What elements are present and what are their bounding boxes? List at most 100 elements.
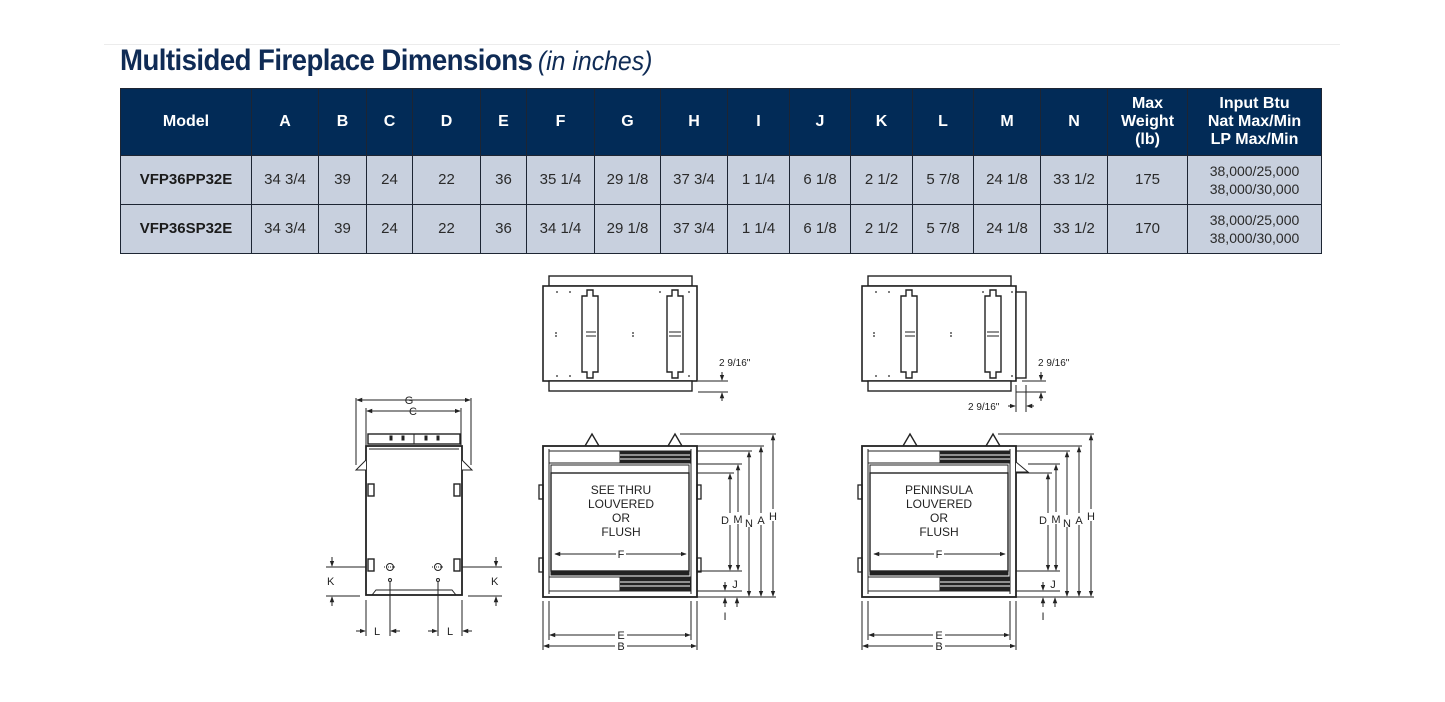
cell-m: 24 1/8: [973, 204, 1041, 254]
side-view-diagram: [326, 397, 502, 636]
top-view-see-thru-dots: [555, 291, 690, 377]
col-header-a: A: [251, 88, 319, 156]
btu-lp: 38,000/30,000: [1209, 230, 1300, 246]
cell-e: 36: [480, 204, 527, 254]
cell-btu: 38,000/25,000 38,000/30,000: [1187, 155, 1322, 205]
top-view-peninsula-diagram: [861, 275, 1046, 412]
top-divider: [104, 44, 1340, 45]
cell-b: 39: [318, 155, 367, 205]
label-l-left: L: [374, 626, 380, 638]
label-m: M: [1051, 514, 1060, 526]
label-offset-peninsula-bottom: 2 9/16": [968, 402, 1000, 413]
btu-header-line: Nat Max/Min: [1207, 113, 1302, 130]
col-header-c: C: [366, 88, 413, 156]
label-i: I: [723, 611, 726, 623]
top-view-peninsula-dots: [873, 291, 1013, 377]
caption-line: OR: [612, 511, 630, 525]
col-header-n: N: [1040, 88, 1108, 156]
weight-header-line: (lb): [1135, 131, 1160, 148]
label-m: M: [733, 514, 742, 526]
side-view-labels: G C K K L L: [327, 395, 499, 638]
label-f: F: [936, 549, 943, 561]
label-n: N: [745, 518, 753, 530]
btu-header-line: Input Btu: [1219, 95, 1290, 112]
col-header-i: I: [727, 88, 790, 156]
cell-h: 37 3/4: [660, 155, 728, 205]
cell-c: 24: [366, 204, 413, 254]
front-peninsula-dim-labels: F D M N A H J I E B: [933, 509, 1097, 653]
col-header-model: Model: [120, 88, 252, 156]
label-f: F: [618, 549, 625, 561]
dimensions-table: Model A B C D E F G H I J K L M N Max We…: [120, 88, 1322, 254]
cell-d: 22: [412, 155, 481, 205]
cell-d: 22: [412, 204, 481, 254]
cell-b: 39: [318, 204, 367, 254]
col-header-k: K: [850, 88, 913, 156]
front-see-thru-dim-labels: F D M N A H J I E B: [615, 509, 779, 653]
label-h: H: [1087, 511, 1095, 523]
col-header-j: J: [789, 88, 851, 156]
label-n: N: [1063, 518, 1071, 530]
col-header-l: L: [912, 88, 974, 156]
title-text: Multisided Fireplace Dimensions: [120, 44, 533, 77]
cell-weight: 175: [1107, 155, 1188, 205]
label-g: G: [405, 395, 414, 407]
col-header-f: F: [526, 88, 595, 156]
title-unit: (in inches): [537, 46, 653, 76]
col-header-b: B: [318, 88, 367, 156]
caption-line: PENINSULA: [905, 483, 973, 497]
col-header-h: H: [660, 88, 728, 156]
cell-e: 36: [480, 155, 527, 205]
cell-f: 35 1/4: [526, 155, 595, 205]
cell-n: 33 1/2: [1040, 204, 1108, 254]
label-a: A: [757, 515, 765, 527]
front-see-thru-labels: SEE THRU LOUVERED OR FLUSH: [588, 483, 654, 539]
cell-weight: 170: [1107, 204, 1188, 254]
cell-m: 24 1/8: [973, 155, 1041, 205]
col-header-e: E: [480, 88, 527, 156]
label-e: E: [617, 630, 624, 642]
cell-h: 37 3/4: [660, 204, 728, 254]
cell-a: 34 3/4: [251, 204, 319, 254]
table-row: VFP36SP32E 34 3/4 39 24 22 36 34 1/4 29 …: [120, 204, 1322, 254]
cell-model: VFP36SP32E: [120, 204, 252, 254]
cell-g: 29 1/8: [594, 155, 661, 205]
table-row: VFP36PP32E 34 3/4 39 24 22 36 35 1/4 29 …: [120, 155, 1322, 205]
table-header-row: Model A B C D E F G H I J K L M N Max We…: [120, 88, 1322, 156]
col-header-max-weight: Max Weight (lb): [1107, 88, 1188, 156]
label-j: J: [1050, 579, 1056, 591]
btu-nat: 38,000/25,000: [1209, 212, 1300, 228]
label-l-right: L: [447, 626, 453, 638]
cell-l: 5 7/8: [912, 204, 974, 254]
btu-lp: 38,000/30,000: [1209, 181, 1300, 197]
top-view-see-thru-diagram: [542, 275, 728, 401]
front-peninsula-labels: PENINSULA LOUVERED OR FLUSH: [905, 483, 973, 539]
front-see-thru-diagram: [538, 432, 776, 650]
label-k-left: K: [327, 576, 335, 588]
cell-j: 6 1/8: [789, 204, 851, 254]
cell-g: 29 1/8: [594, 204, 661, 254]
label-k-right: K: [491, 576, 499, 588]
caption-line: FLUSH: [919, 525, 958, 539]
cell-i: 1 1/4: [727, 155, 790, 205]
caption-line: FLUSH: [601, 525, 640, 539]
page-title: Multisided Fireplace Dimensions(in inche…: [120, 44, 652, 78]
cell-btu: 38,000/25,000 38,000/30,000: [1187, 204, 1322, 254]
cell-j: 6 1/8: [789, 155, 851, 205]
cell-k: 2 1/2: [850, 155, 913, 205]
label-e: E: [935, 630, 942, 642]
col-header-m: M: [973, 88, 1041, 156]
label-h: H: [769, 511, 777, 523]
label-j: J: [732, 579, 738, 591]
cell-i: 1 1/4: [727, 204, 790, 254]
caption-line: SEE THRU: [591, 483, 651, 497]
col-header-input-btu: Input Btu Nat Max/Min LP Max/Min: [1187, 88, 1322, 156]
caption-line: OR: [930, 511, 948, 525]
label-offset-see-thru: 2 9/16": [719, 358, 751, 369]
cell-n: 33 1/2: [1040, 155, 1108, 205]
label-d: D: [1039, 515, 1047, 527]
label-a: A: [1075, 515, 1083, 527]
cell-a: 34 3/4: [251, 155, 319, 205]
label-c: C: [409, 406, 417, 418]
cell-f: 34 1/4: [526, 204, 595, 254]
